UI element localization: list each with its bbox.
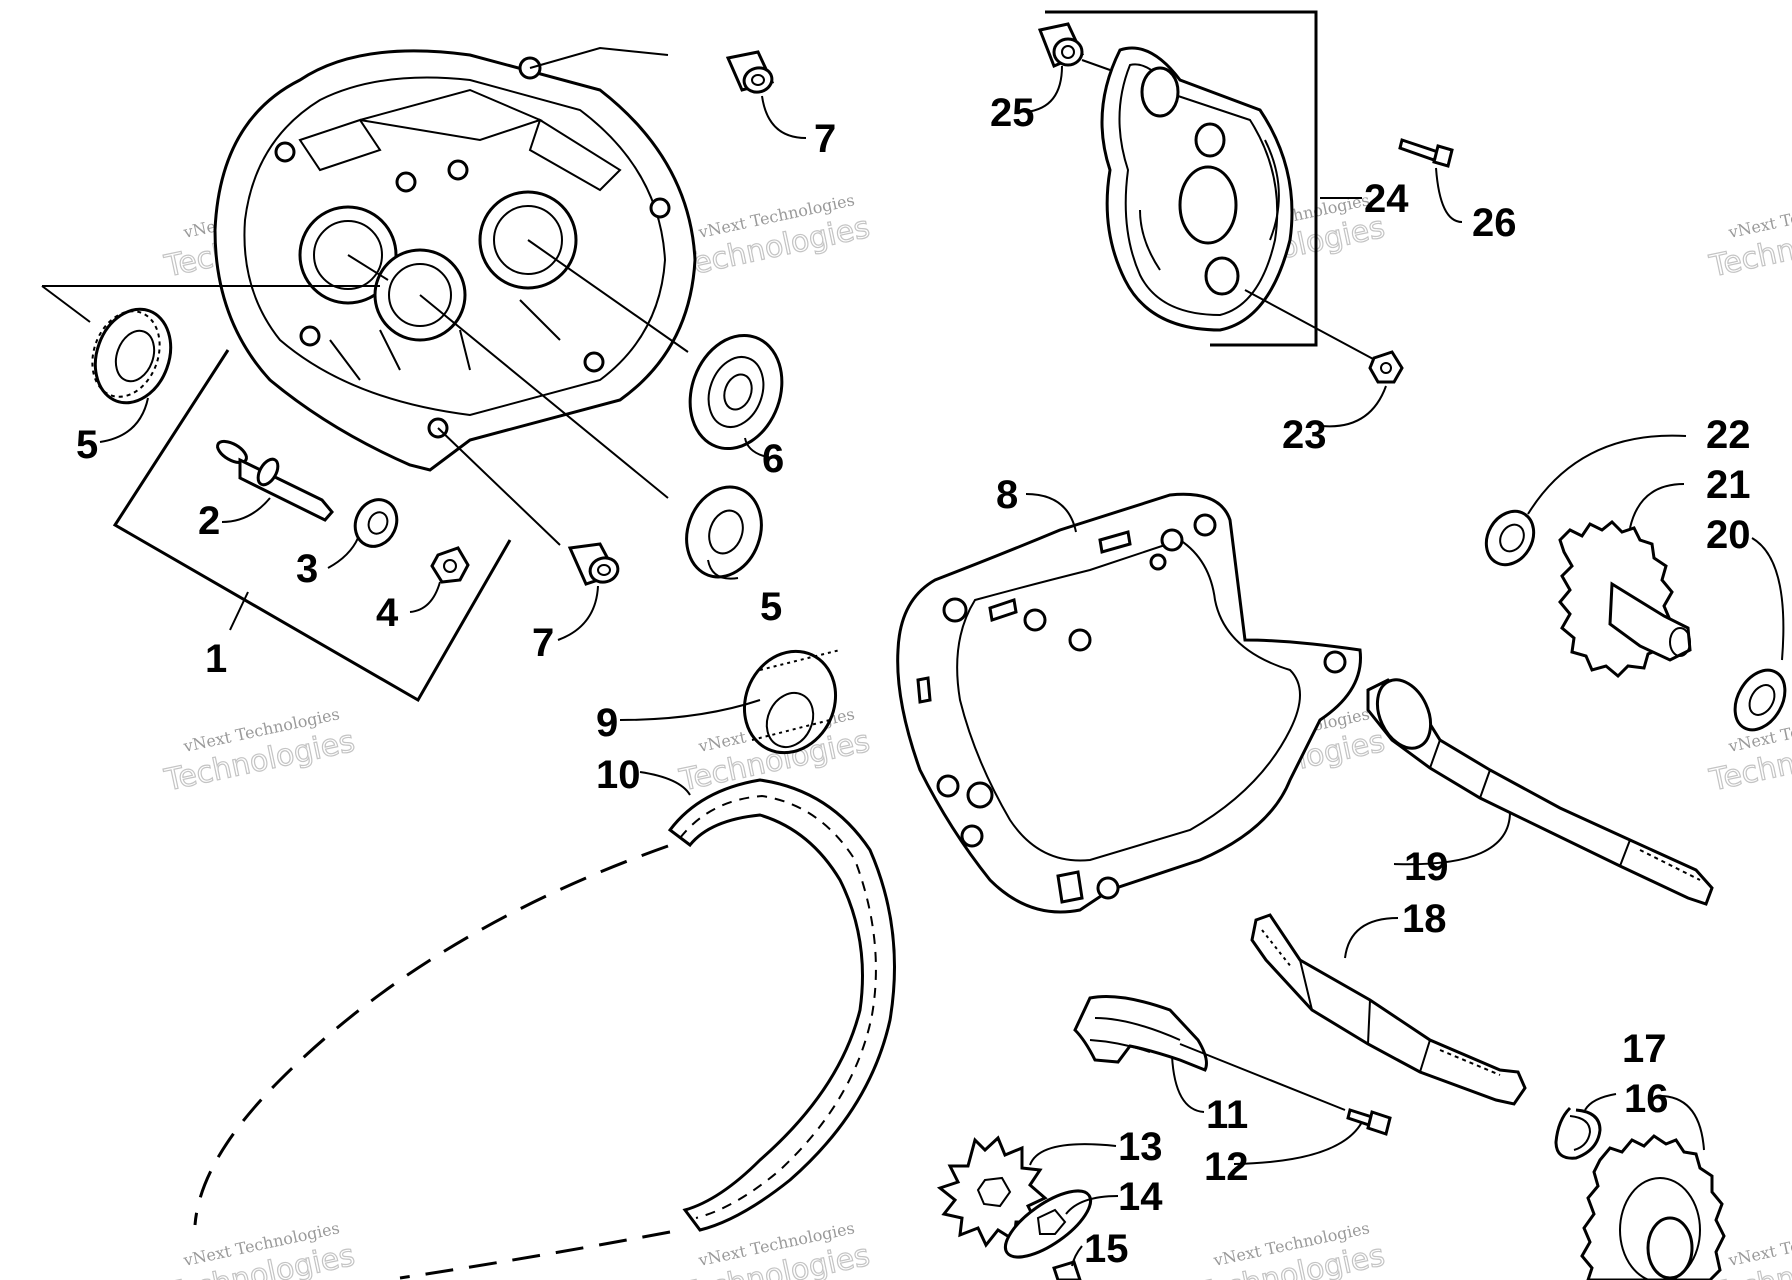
bearing-assignment-lines: [41, 239, 689, 546]
flange-nut: [430, 546, 470, 584]
stud-bolt: [216, 439, 334, 522]
mounting-plate: [1100, 46, 1294, 332]
gear-21: [1558, 519, 1692, 679]
kit-bracket-1: [112, 349, 512, 703]
bushing-25: [1037, 22, 1085, 68]
dowel-pin-upper: [725, 50, 775, 94]
callout-16: 16: [1624, 1077, 1669, 1121]
callout-15: 15: [1084, 1227, 1129, 1271]
callout-22: 22: [1706, 413, 1751, 457]
callout-2: 2: [198, 499, 220, 543]
callout-4: 4: [376, 591, 399, 635]
circlip: [1554, 1106, 1602, 1160]
callout-23: 23: [1282, 413, 1327, 457]
sprocket-retainer: [1003, 1189, 1093, 1259]
callout-6: 6: [762, 437, 784, 481]
kit-bracket-24: [1045, 10, 1318, 347]
washer-small: [353, 498, 399, 548]
callout-7-lower: 7: [532, 621, 554, 665]
guide-leader: [1179, 1043, 1346, 1111]
bolt-26: [1398, 138, 1454, 168]
callout-labels: 1 2 3 4 5 5 6 7 7 8 9 10 11 12 13 14 15 …: [76, 91, 1751, 1271]
chain-guide: [1073, 995, 1208, 1072]
callout-14: 14: [1118, 1175, 1163, 1219]
bearing-left: [91, 307, 173, 405]
callout-13: 13: [1118, 1125, 1163, 1169]
callout-11: 11: [1206, 1093, 1248, 1137]
callout-8: 8: [996, 473, 1018, 517]
callout-9: 9: [596, 701, 618, 745]
callout-24: 24: [1364, 177, 1409, 221]
dowel-upper-leader: [529, 46, 669, 69]
bearing-9: [742, 649, 841, 755]
callout-1: 1: [205, 637, 227, 681]
callout-18: 18: [1402, 897, 1447, 941]
plate-leader-lines: [1081, 59, 1376, 361]
bearing-large: [688, 333, 784, 451]
bearing-right: [685, 485, 763, 579]
callout-21: 21: [1706, 463, 1751, 507]
callout-20: 20: [1706, 513, 1751, 557]
callout-5-right: 5: [760, 585, 782, 629]
input-shaft: [1366, 678, 1714, 906]
dowel-pin-lower: [567, 542, 620, 586]
countershaft: [1250, 913, 1527, 1106]
gasket: [896, 492, 1362, 914]
callout-5-left: 5: [76, 423, 98, 467]
callout-12: 12: [1204, 1145, 1249, 1189]
washer-22: [1484, 509, 1536, 567]
screw-12: [1346, 1108, 1392, 1136]
callout-7-upper: 7: [814, 117, 836, 161]
callout-10: 10: [596, 753, 641, 797]
callout-leaders: [99, 65, 1785, 1267]
nut-23: [1368, 350, 1404, 384]
gearcase-cover-housing: [213, 49, 697, 472]
callout-17: 17: [1622, 1027, 1667, 1071]
bolt-15: [1052, 1260, 1082, 1280]
washer-20: [1733, 668, 1787, 732]
callout-26: 26: [1472, 201, 1517, 245]
driven-gear: [1580, 1134, 1726, 1280]
drive-chain: [193, 778, 896, 1280]
callout-25: 25: [990, 91, 1035, 135]
callout-19: 19: [1404, 845, 1449, 889]
chain-continuation-dashed: [193, 844, 671, 1280]
callout-3: 3: [296, 547, 318, 591]
